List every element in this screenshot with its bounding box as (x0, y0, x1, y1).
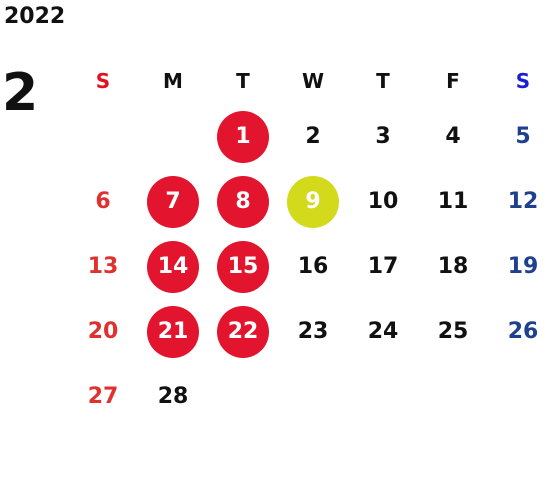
day-number[interactable]: 3 (375, 124, 391, 149)
year-label: 2022 (4, 4, 66, 29)
day-yellow-highlight[interactable]: 9 (287, 175, 339, 228)
calendar-cell (488, 364, 548, 429)
calendar-cell: 24 (348, 299, 418, 364)
calendar-cell: 20 (68, 299, 138, 364)
day-number[interactable]: 11 (437, 189, 469, 214)
calendar-cell (348, 364, 418, 429)
calendar-cell (68, 104, 138, 169)
calendar-cell: 21 (138, 299, 208, 364)
calendar-cell: 14 (138, 234, 208, 299)
calendar-cell: 9 (278, 169, 348, 234)
day-red-highlight[interactable]: 14 (147, 240, 199, 293)
weekday-header-monday: M (163, 69, 183, 93)
calendar-cell (138, 104, 208, 169)
day-number[interactable]: 27 (87, 384, 119, 409)
calendar-cell (208, 364, 278, 429)
day-number[interactable]: 17 (367, 254, 399, 279)
day-number[interactable]: 18 (437, 254, 469, 279)
calendar-cell: 17 (348, 234, 418, 299)
day-red-highlight[interactable]: 7 (147, 175, 199, 228)
day-number[interactable]: 16 (297, 254, 329, 279)
calendar-cell: 12 (488, 169, 548, 234)
calendar-cell: 1 (208, 104, 278, 169)
day-number[interactable]: 20 (87, 319, 119, 344)
calendar-cell: 15 (208, 234, 278, 299)
calendar-cell: 25 (418, 299, 488, 364)
day-red-highlight[interactable]: 22 (217, 305, 269, 358)
calendar-cell: 23 (278, 299, 348, 364)
day-number[interactable]: 28 (157, 384, 189, 409)
day-number[interactable]: 23 (297, 319, 329, 344)
day-number[interactable]: 6 (95, 189, 111, 214)
weekday-header-thursday: T (376, 69, 390, 93)
calendar-cell (418, 364, 488, 429)
calendar-cell: 28 (138, 364, 208, 429)
calendar-cell: 5 (488, 104, 548, 169)
day-number[interactable]: 12 (507, 189, 539, 214)
calendar-cell: 16 (278, 234, 348, 299)
weekday-header-friday: F (446, 69, 460, 93)
day-red-highlight[interactable]: 8 (217, 175, 269, 228)
calendar-cell: 19 (488, 234, 548, 299)
weekday-header-wednesday: W (301, 69, 325, 93)
calendar-cell: 2 (278, 104, 348, 169)
day-red-highlight[interactable]: 21 (147, 305, 199, 358)
calendar-cell: 10 (348, 169, 418, 234)
day-number[interactable]: 2 (305, 124, 321, 149)
month-label: 2 (2, 63, 39, 123)
day-number[interactable]: 13 (87, 254, 119, 279)
day-number[interactable]: 19 (507, 254, 539, 279)
day-red-highlight[interactable]: 15 (217, 240, 269, 293)
calendar-cell: 3 (348, 104, 418, 169)
calendar-cell: 13 (68, 234, 138, 299)
calendar-cell: 4 (418, 104, 488, 169)
day-red-highlight[interactable]: 1 (217, 110, 269, 163)
weekday-header-sunday: S (95, 69, 111, 93)
day-number[interactable]: 10 (367, 189, 399, 214)
day-number[interactable]: 25 (437, 319, 469, 344)
weekday-header-tuesday: T (236, 69, 250, 93)
day-number[interactable]: 4 (445, 124, 461, 149)
calendar-cell: 11 (418, 169, 488, 234)
calendar-cell: 6 (68, 169, 138, 234)
calendar-cell (278, 364, 348, 429)
calendar-cell: 27 (68, 364, 138, 429)
calendar-cell: 8 (208, 169, 278, 234)
weekday-header-saturday: S (515, 69, 531, 93)
day-number[interactable]: 26 (507, 319, 539, 344)
calendar-cell: 18 (418, 234, 488, 299)
calendar-cell: 7 (138, 169, 208, 234)
day-number[interactable]: 24 (367, 319, 399, 344)
day-number[interactable]: 5 (515, 124, 531, 149)
calendar-cell: 26 (488, 299, 548, 364)
calendar-cell: 22 (208, 299, 278, 364)
